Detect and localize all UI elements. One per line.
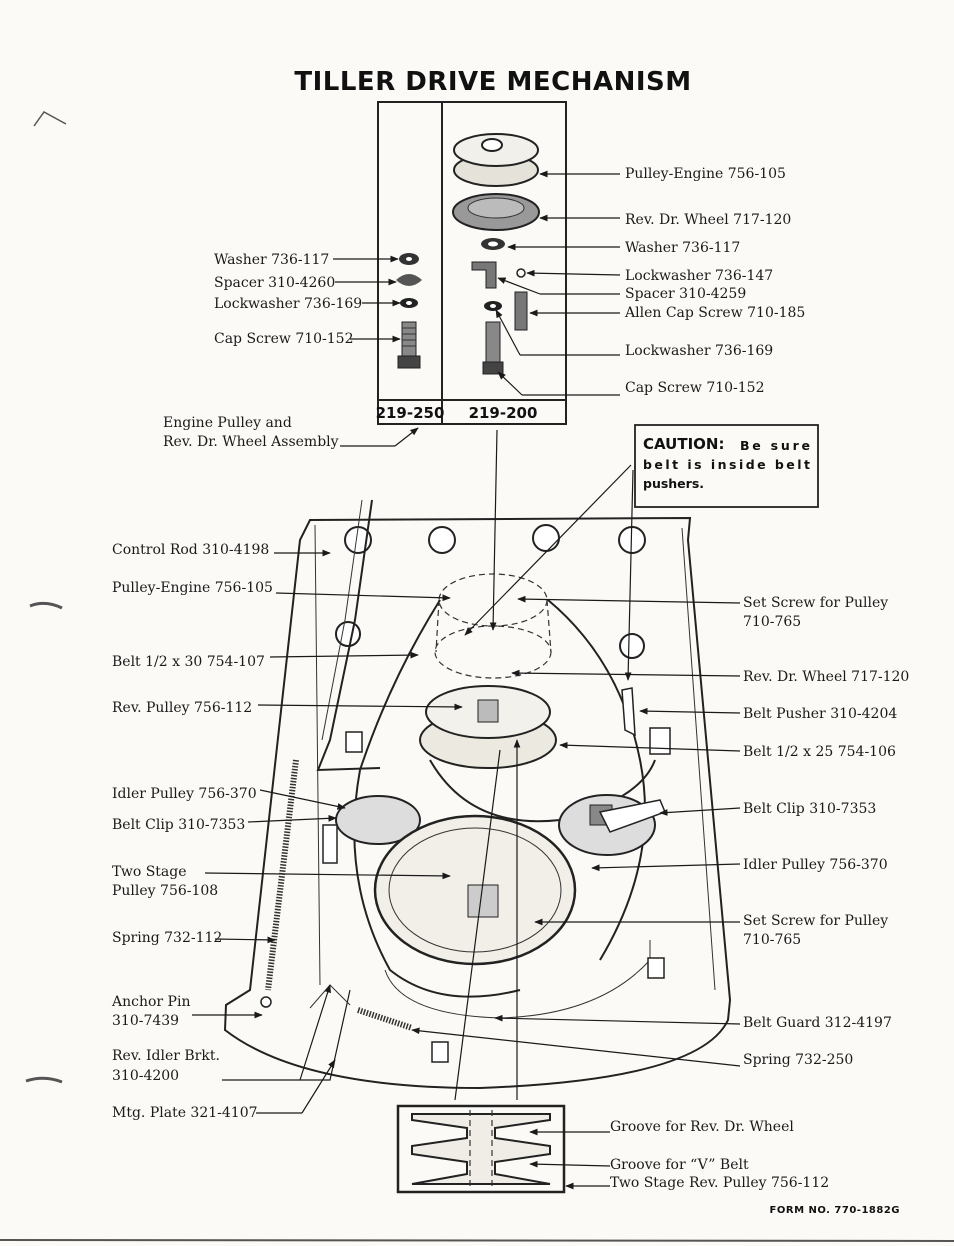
label-set-screw-b-line1: Set Screw for Pulley <box>743 913 888 929</box>
assembly-pointers <box>454 429 634 1101</box>
inset-label-washer-left: Washer 736-117 <box>214 252 329 268</box>
inset-label-spacer-right: Spacer 310-4259 <box>625 286 746 302</box>
label-anchor-pin-line2: 310-7439 <box>112 1013 179 1029</box>
label-belt-25: Belt 1/2 x 25 754-106 <box>743 744 896 760</box>
main-assembly <box>223 499 732 1090</box>
caution-line2: belt is inside belt <box>643 457 810 472</box>
inset-label-spacer-left: Spacer 310-4260 <box>214 275 335 291</box>
label-control-rod: Control Rod 310-4198 <box>112 542 269 558</box>
label-groove-v-belt: Groove for “V” Belt <box>610 1157 749 1173</box>
two-stage-pulley-detail <box>396 1104 566 1194</box>
main-left-leaders <box>192 549 463 1114</box>
form-number: FORM NO. 770-1882G <box>770 1205 900 1216</box>
label-mtg-plate: Mtg. Plate 321-4107 <box>112 1105 258 1121</box>
label-rev-idler-line1: Rev. Idler Brkt. <box>112 1048 220 1064</box>
label-idler-pulley-right: Idler Pulley 756-370 <box>743 857 888 873</box>
page-title: TILLER DRIVE MECHANISM <box>294 67 691 97</box>
panel-right-code: 219-200 <box>469 404 538 422</box>
label-anchor-pin-line1: Anchor Pin <box>111 994 190 1010</box>
label-belt-30: Belt 1/2 x 30 754-107 <box>112 654 265 670</box>
label-rev-idler-line2: 310-4200 <box>112 1068 179 1084</box>
right-panel-parts <box>452 133 540 375</box>
caution-line1-rest: Be sure <box>740 438 810 453</box>
label-rev-pulley: Rev. Pulley 756-112 <box>112 700 252 716</box>
label-spring-250: Spring 732-250 <box>743 1052 853 1068</box>
inset-label-rev-dr-wheel: Rev. Dr. Wheel 717-120 <box>625 212 791 228</box>
label-groove-rev-dr-wheel: Groove for Rev. Dr. Wheel <box>610 1119 794 1135</box>
label-two-stage-rev-pulley: Two Stage Rev. Pulley 756-112 <box>610 1175 829 1191</box>
main-right-leaders <box>411 595 741 1067</box>
inset-label-lockwasher-left: Lockwasher 736-169 <box>214 296 362 312</box>
caution-line3: pushers. <box>643 476 704 491</box>
inset-label-capscrew-left: Cap Screw 710-152 <box>214 331 354 347</box>
label-pulley-engine: Pulley-Engine 756-105 <box>112 580 273 596</box>
label-two-stage-line1: Two Stage <box>112 864 187 880</box>
label-idler-pulley-left: Idler Pulley 756-370 <box>112 786 257 802</box>
inset-label-pulley-engine: Pulley-Engine 756-105 <box>625 166 786 182</box>
scan-marks <box>0 111 954 1242</box>
inset-label-allen-cap-screw: Allen Cap Screw 710-185 <box>624 305 805 321</box>
inset-label-washer-right: Washer 736-117 <box>625 240 740 256</box>
inset-label-lockwasher-147: Lockwasher 736-147 <box>625 268 773 284</box>
assembly-label-line2: Rev. Dr. Wheel Assembly <box>163 434 339 450</box>
label-belt-clip-left: Belt Clip 310-7353 <box>112 817 245 833</box>
label-set-screw-b-line2: 710-765 <box>743 932 801 948</box>
label-belt-clip-right: Belt Clip 310-7353 <box>743 801 876 817</box>
caution-box: CAUTION: Be sure belt is inside belt pus… <box>634 424 819 508</box>
left-panel-parts <box>396 253 422 369</box>
panel-left-code: 219-250 <box>376 404 445 422</box>
label-belt-guard: Belt Guard 312-4197 <box>743 1015 892 1031</box>
assembly-label-line1: Engine Pulley and <box>163 415 292 431</box>
label-set-screw-a-line2: 710-765 <box>743 614 801 630</box>
caution-heading: CAUTION: <box>643 435 724 453</box>
inset-label-lockwasher-169: Lockwasher 736-169 <box>625 343 773 359</box>
inset-exploded-view: 219-250 219-200 <box>376 101 567 425</box>
label-two-stage-line2: Pulley 756-108 <box>112 883 218 899</box>
label-belt-pusher: Belt Pusher 310-4204 <box>743 706 897 722</box>
inset-leaders <box>333 170 621 447</box>
inset-label-capscrew-right: Cap Screw 710-152 <box>625 380 765 396</box>
label-set-screw-a-line1: Set Screw for Pulley <box>743 595 888 611</box>
label-spring-112: Spring 732-112 <box>112 930 222 946</box>
label-rev-dr-wheel: Rev. Dr. Wheel 717-120 <box>743 669 909 685</box>
